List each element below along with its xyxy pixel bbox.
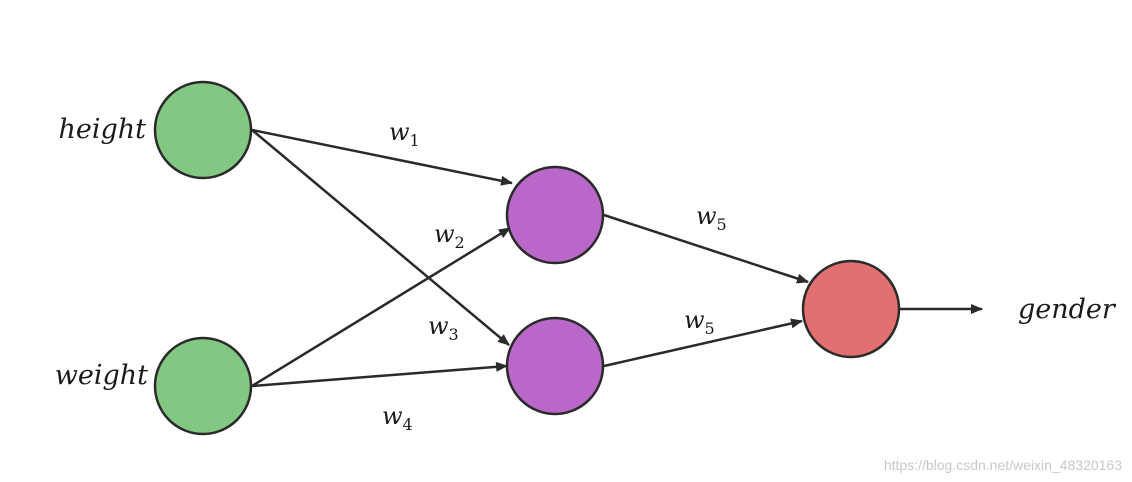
label-height: height <box>58 114 146 145</box>
input-node-weight <box>153 336 253 436</box>
input-node-height <box>153 80 253 180</box>
hidden-node-1 <box>505 165 605 265</box>
weight-label-w2: w2 <box>434 220 465 252</box>
edge-hidden-1-to-output <box>603 213 809 284</box>
output-node <box>801 259 901 359</box>
edge-weight-to-hidden-2 <box>251 361 508 388</box>
watermark-text: https://blog.csdn.net/weixin_48320163 <box>884 457 1122 473</box>
hidden-node-2 <box>505 316 605 416</box>
label-weight: weight <box>55 360 148 391</box>
weight-label-w5-upper: w5 <box>696 202 727 234</box>
weight-label-w4: w4 <box>382 402 413 434</box>
edge-height-to-hidden-1 <box>251 128 513 186</box>
edge-height-to-hidden-2 <box>251 129 510 346</box>
weight-label-w3: w3 <box>428 312 459 344</box>
weight-label-w1: w1 <box>389 118 420 150</box>
weight-label-w5-lower: w5 <box>684 306 715 338</box>
edge-weight-to-hidden-1 <box>251 226 511 388</box>
edge-hidden-2-to-output <box>603 318 803 368</box>
label-gender: gender <box>1018 294 1117 325</box>
